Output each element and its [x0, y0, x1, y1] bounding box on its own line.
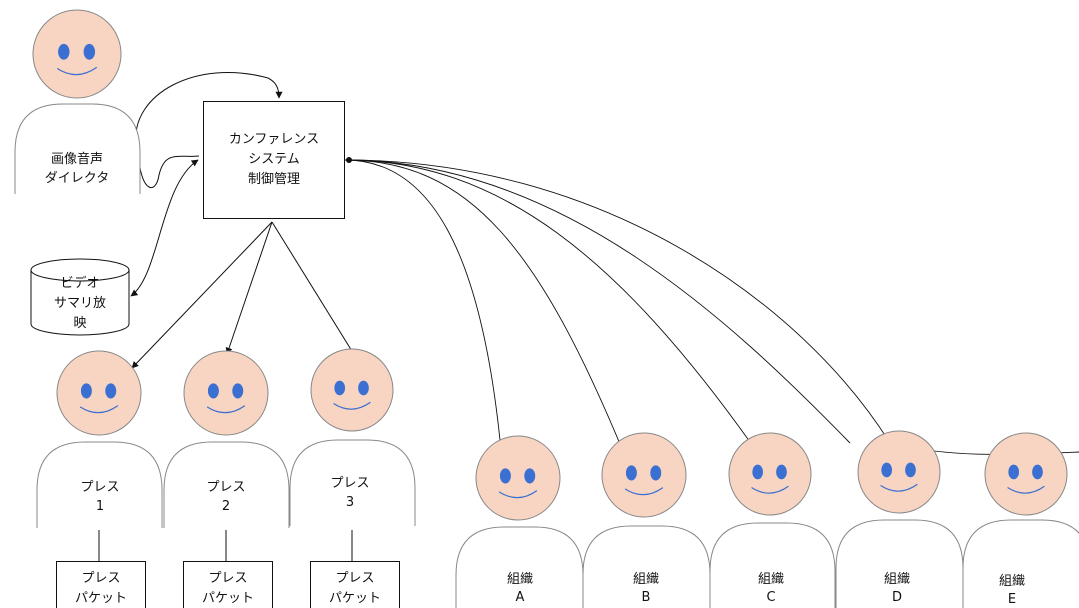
org-d-figure-body [835, 519, 964, 608]
control-to-org-d-line [344, 159, 851, 444]
org-d-label: 組織 D [883, 572, 911, 605]
press-packet-2-box: プレス パケット [183, 561, 273, 608]
org-d-figure-smile [880, 483, 918, 492]
video-summary-cylinder [30, 258, 130, 336]
org-a-figure-body [455, 526, 584, 608]
press-2-figure-left-eye [207, 383, 219, 399]
org-d-figure [835, 430, 964, 608]
press-1-figure-left-eye [80, 383, 92, 399]
org-a-figure [455, 435, 584, 608]
org-a-label: 組織 A [506, 572, 534, 605]
director-figure-right-eye [83, 43, 96, 60]
director-figure-head [32, 9, 122, 99]
director-label: 画像音声 ダイレクタ [44, 152, 110, 186]
press-packet-1-box: プレス パケット [56, 561, 146, 608]
org-d-figure-left-eye [881, 462, 893, 478]
org-a-figure-head [475, 435, 561, 521]
org-c-figure-smile [751, 485, 789, 494]
press-1-figure-smile [79, 405, 119, 414]
control-line1: カンファレンス [228, 132, 320, 147]
org-b-figure-left-eye [625, 465, 637, 481]
org-b-figure-right-eye [650, 465, 662, 481]
org-b-figure-body [582, 525, 711, 608]
org-c-figure-right-eye [776, 464, 787, 480]
press-packet-3-box: プレス パケット [310, 561, 400, 608]
control-video-arrow [130, 159, 199, 297]
director-figure-left-eye [58, 43, 70, 60]
org-b-figure-smile [624, 487, 664, 496]
org-d-figure-head [857, 430, 941, 514]
org-e-figure-smile [1007, 485, 1045, 494]
org-e-figure-right-eye [1032, 464, 1043, 480]
press-3-figure-right-eye [358, 380, 369, 396]
video-summary-label: ビデオ サマリ放 映 [53, 276, 107, 331]
org-e-figure [962, 432, 1079, 608]
org-b-figure [582, 432, 711, 608]
press-1-figure [36, 350, 163, 528]
press-3-figure-left-eye [334, 380, 346, 396]
control-system-box: カンファレンス システム 制御管理 [203, 101, 345, 219]
press-2-label: プレス 2 [206, 480, 246, 514]
press-3-figure [289, 348, 416, 526]
org-e-figure-left-eye [1008, 464, 1020, 480]
press-2-figure [163, 350, 290, 528]
director-figure-smile [56, 66, 98, 76]
press-3-label: プレス 3 [330, 476, 370, 510]
org-e-figure-body [962, 519, 1079, 608]
control-line2: システム [248, 152, 300, 167]
press-2-figure-right-eye [232, 383, 244, 399]
cylinder-body [30, 270, 130, 336]
org-c-figure [709, 432, 836, 608]
org-a-figure-left-eye [499, 468, 511, 484]
director-to-control-arrow [135, 72, 283, 143]
org-c-label: 組織 C [757, 572, 785, 605]
press-2-figure-smile [206, 405, 246, 414]
press-1-figure-head [56, 350, 142, 436]
control-to-org-a-line [344, 159, 501, 441]
control-to-org-c-line [344, 159, 751, 443]
control-line3: 制御管理 [247, 172, 300, 187]
director-figure-body [14, 103, 141, 194]
org-a-figure-right-eye [524, 468, 536, 484]
org-e-figure-head [984, 432, 1068, 516]
director-figure [14, 9, 141, 194]
control-to-press3-arrow [271, 221, 356, 357]
org-c-figure-left-eye [752, 464, 764, 480]
org-e-label: 組織 E [998, 574, 1026, 607]
org-b-label: 組織 B [632, 572, 660, 605]
press-1-figure-right-eye [105, 383, 117, 399]
control-to-press1-arrow [131, 221, 273, 369]
org-c-figure-head [728, 432, 812, 516]
control-to-org-b-line [344, 159, 626, 457]
press-3-figure-smile [333, 401, 371, 410]
org-d-figure-right-eye [905, 462, 916, 478]
press-3-figure-head [310, 348, 394, 432]
press-2-figure-body [163, 441, 290, 528]
cylinder-top [30, 258, 130, 282]
press-2-figure-head [183, 350, 269, 436]
press-1-figure-body [36, 441, 163, 528]
press-3-figure-body [289, 439, 416, 526]
org-a-figure-smile [498, 490, 538, 499]
control-to-press2-arrow [225, 221, 273, 355]
org-b-figure-head [601, 432, 687, 518]
org-c-figure-body [709, 522, 836, 608]
press-1-label: プレス 1 [80, 480, 120, 514]
